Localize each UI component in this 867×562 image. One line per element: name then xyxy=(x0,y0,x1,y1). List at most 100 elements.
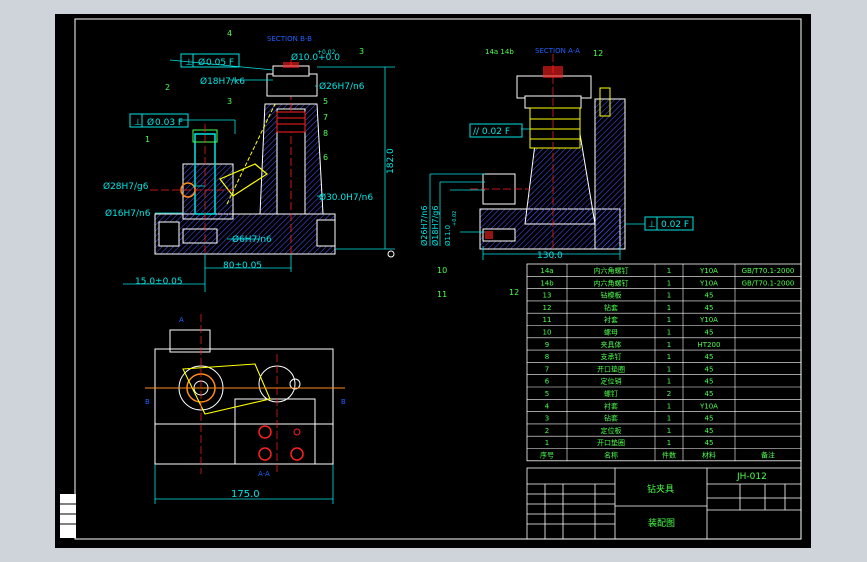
dim-side-sup: +0.02 xyxy=(452,211,458,226)
bom-cell: 1 xyxy=(667,378,671,386)
drawing-sheet: ⊥ Ø 0.05 F ⊥ Ø 0.03 F SECTION B-B Ø10.0+… xyxy=(55,14,811,548)
bom-cell: 45 xyxy=(705,329,714,337)
bom-cell: 2 xyxy=(545,427,549,435)
bom-cell: 45 xyxy=(705,378,714,386)
bom-cell: 1 xyxy=(667,329,671,337)
bom-cell: GB/T70.1-2000 xyxy=(742,279,795,287)
balloon-14: 14a 14b xyxy=(485,48,514,56)
bom-cell: 开口垫圈 xyxy=(597,438,625,447)
dim-side-18: Ø18H7/g6 xyxy=(430,206,440,246)
bom-cell: 1 xyxy=(667,341,671,349)
bom-cell: 1 xyxy=(667,439,671,447)
bom-cell: 11 xyxy=(543,316,552,324)
dim-18: Ø18H7/k6 xyxy=(200,76,245,87)
balloon-7: 7 xyxy=(323,113,328,122)
bom-cell: 内六角螺钉 xyxy=(594,266,629,275)
plan-label-b2: B xyxy=(341,398,346,406)
tolerance-frame-4: ⊥ 0.02 F xyxy=(644,216,694,231)
balloon-11: 11 xyxy=(437,290,447,299)
bom-cell: 12 xyxy=(543,304,552,312)
bom-header-cell: 件数 xyxy=(662,451,676,460)
bom-cell: 定位板 xyxy=(601,426,622,435)
balloon-4: 4 xyxy=(227,29,232,38)
balloon-3: 3 xyxy=(227,97,232,106)
bom-cell: 1 xyxy=(667,316,671,324)
bom-cell: 10 xyxy=(543,329,552,337)
bom-cell: 5 xyxy=(545,390,549,398)
bom-cell: 13 xyxy=(543,292,552,300)
bom-cell: 1 xyxy=(667,402,671,410)
dim-182: 182.0 xyxy=(386,148,396,174)
bom-cell: 1 xyxy=(667,353,671,361)
bom-cell: 螺钉 xyxy=(604,389,618,398)
dim-30: Ø30.0H7/n6 xyxy=(319,192,373,203)
svg-text:⊥: ⊥ xyxy=(134,118,142,128)
bom-cell: 4 xyxy=(545,402,550,410)
tol-2-text: 0.03 F xyxy=(155,118,183,128)
bom-cell: 1 xyxy=(667,279,671,287)
plan-view xyxy=(145,314,345,474)
bom-cell: 1 xyxy=(667,415,671,423)
bom-cell: 1 xyxy=(667,365,671,373)
title-block xyxy=(526,467,802,540)
dim-6: Ø6H7/n6 xyxy=(232,234,272,245)
bom-cell: 45 xyxy=(705,390,714,398)
dim-130: 130.0 xyxy=(537,251,563,261)
plan-label-aa: A-A xyxy=(258,470,270,478)
tol-3-text: // 0.02 F xyxy=(473,127,510,137)
bom-cell: 1 xyxy=(667,267,671,275)
svg-text:⊥: ⊥ xyxy=(648,220,656,230)
dim-side-11: Ø11.0 xyxy=(444,225,452,246)
title-text: 钻夹具 xyxy=(647,483,674,495)
bom-cell: 钻套 xyxy=(604,303,618,312)
balloon-5: 5 xyxy=(323,97,328,106)
balloon-3a: 3 xyxy=(359,47,364,56)
left-stamp xyxy=(60,494,76,538)
dim-15: 15.0±0.05 xyxy=(135,277,183,287)
bom-header-cell: 名称 xyxy=(604,451,618,460)
bom-cell: 45 xyxy=(705,415,714,423)
bom-cell: 钻模板 xyxy=(601,291,622,300)
section-label-front: SECTION B-B xyxy=(267,35,312,43)
bom-cell: Y10A xyxy=(699,402,718,410)
bom-cell: Y10A xyxy=(699,267,718,275)
front-section-view xyxy=(150,59,336,259)
tol-4-text: 0.02 F xyxy=(661,220,689,230)
balloon-10: 10 xyxy=(437,266,447,275)
plan-label-a: A xyxy=(179,316,184,324)
bom-cell: 45 xyxy=(705,439,714,447)
side-section-view xyxy=(470,54,626,259)
bom-cell: Y10A xyxy=(699,279,718,287)
bom-cell: 1 xyxy=(667,427,671,435)
section-label-side: SECTION A-A xyxy=(535,47,580,55)
drawing-number: JH-012 xyxy=(736,472,767,482)
balloon-1: 1 xyxy=(145,135,150,144)
svg-text:⊥: ⊥ xyxy=(185,58,193,68)
subtitle-text: 装配图 xyxy=(648,517,675,529)
tol-1-text: 0.05 F xyxy=(206,58,234,68)
bom-cell: 开口垫圈 xyxy=(597,364,625,373)
bom-cell: 夹具体 xyxy=(601,340,622,349)
balloon-8: 8 xyxy=(323,129,328,138)
svg-text:Ø: Ø xyxy=(147,117,154,128)
bom-header-cell: 序号 xyxy=(540,451,554,460)
bom-cell: 45 xyxy=(705,304,714,312)
dim-175: 175.0 xyxy=(231,489,260,500)
bom-cell: 45 xyxy=(705,353,714,361)
bom-header-cell: 材料 xyxy=(702,451,716,460)
balloon-12-top: 12 xyxy=(593,49,603,58)
bom-cell: 1 xyxy=(667,292,671,300)
bom-cell: 6 xyxy=(545,378,550,386)
bom-cell: 3 xyxy=(545,415,549,423)
bom-header-cell: 备注 xyxy=(761,451,775,460)
bom-cell: 衬套 xyxy=(604,401,618,410)
bom-cell: GB/T70.1-2000 xyxy=(742,267,795,275)
bom-cell: 衬套 xyxy=(604,315,618,324)
balloon-6: 6 xyxy=(323,153,328,162)
tolerance-frame-3: // 0.02 F xyxy=(469,123,523,138)
svg-text:Ø: Ø xyxy=(198,57,205,68)
bom-cell: 支承钉 xyxy=(601,352,622,361)
dim-side-26: Ø26H7/n6 xyxy=(419,206,429,246)
